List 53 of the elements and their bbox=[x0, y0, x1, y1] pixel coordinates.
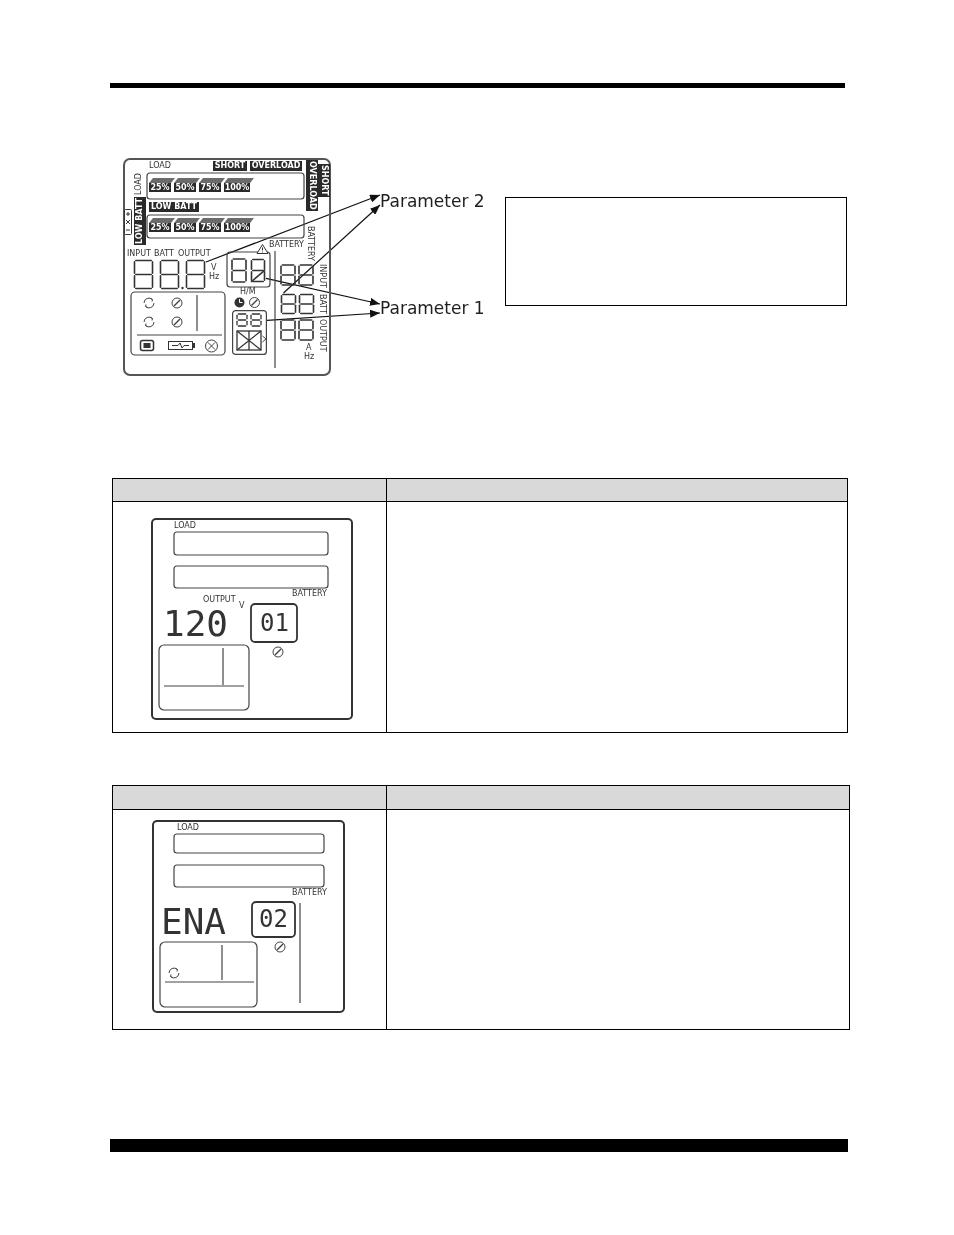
lcd-indicator-label: LOW BATT bbox=[134, 197, 146, 245]
blank-frame bbox=[505, 197, 847, 306]
parameter-label: Parameter 2 bbox=[380, 189, 485, 213]
lcd-indicator-label: OVERLOAD bbox=[250, 161, 302, 171]
lcd-panel bbox=[123, 158, 331, 376]
display-reading: ENA bbox=[161, 904, 227, 940]
lcd-indicator-label: 25% bbox=[149, 223, 171, 232]
display-reading: 01 bbox=[260, 611, 289, 635]
lcd-label: LOAD bbox=[149, 162, 171, 170]
lcd-indicator-label: LOW BATT bbox=[149, 202, 199, 212]
segment-display bbox=[232, 310, 267, 355]
lcd-label: OUTPUT bbox=[203, 596, 236, 604]
seven-segment-digit bbox=[250, 258, 266, 283]
seven-segment-digit bbox=[185, 259, 206, 290]
lcd-label: A bbox=[306, 344, 312, 352]
parameter-label: Parameter 1 bbox=[380, 296, 485, 320]
lcd-panel bbox=[151, 518, 353, 720]
lcd-label: BATT bbox=[318, 294, 326, 314]
lcd-label: LOAD bbox=[177, 824, 199, 832]
lcd-label: Hz bbox=[209, 273, 220, 281]
lcd-indicator-label: 50% bbox=[174, 223, 196, 232]
lcd-panel bbox=[152, 820, 345, 1013]
display-reading: 02 bbox=[259, 907, 288, 931]
lcd-label: BATT bbox=[154, 250, 174, 258]
lcd-label: BATTERY bbox=[269, 241, 304, 249]
lcd-label: BATTERY bbox=[306, 226, 314, 261]
leader-arrow bbox=[266, 309, 381, 321]
lcd-indicator-label: OVERLOAD bbox=[306, 160, 318, 211]
lcd-label: Hz bbox=[304, 353, 315, 361]
lcd-label: INPUT bbox=[318, 264, 326, 288]
lcd-label: H/M bbox=[240, 288, 256, 296]
lcd-label: BATTERY bbox=[292, 889, 327, 897]
lcd-indicator-label: 100% bbox=[224, 183, 250, 192]
lcd-indicator-label: 75% bbox=[199, 223, 221, 232]
lcd-label: LOAD bbox=[174, 522, 196, 530]
lcd-indicator-label: 75% bbox=[199, 183, 221, 192]
leader-arrow bbox=[205, 194, 381, 263]
seven-segment-display bbox=[280, 293, 315, 315]
display-reading: 120 bbox=[163, 606, 229, 642]
lcd-label: LOAD bbox=[135, 173, 143, 195]
lcd-label: BATTERY bbox=[292, 590, 327, 598]
lcd-indicator-label: SHORT bbox=[318, 164, 330, 197]
leader-arrow bbox=[265, 277, 381, 306]
lcd-label: OUTPUT bbox=[318, 319, 326, 352]
lcd-indicator-label: SHORT bbox=[213, 161, 247, 171]
lcd-label: OUTPUT bbox=[178, 250, 211, 258]
lcd-label: V bbox=[211, 264, 217, 272]
lcd-indicator-label: 25% bbox=[149, 183, 171, 192]
lcd-indicator-label: 100% bbox=[224, 223, 250, 232]
lcd-indicator-label: 50% bbox=[174, 183, 196, 192]
lcd-label: INPUT bbox=[127, 250, 151, 258]
lcd-label: V bbox=[239, 602, 245, 610]
leader-arrow bbox=[282, 204, 381, 294]
